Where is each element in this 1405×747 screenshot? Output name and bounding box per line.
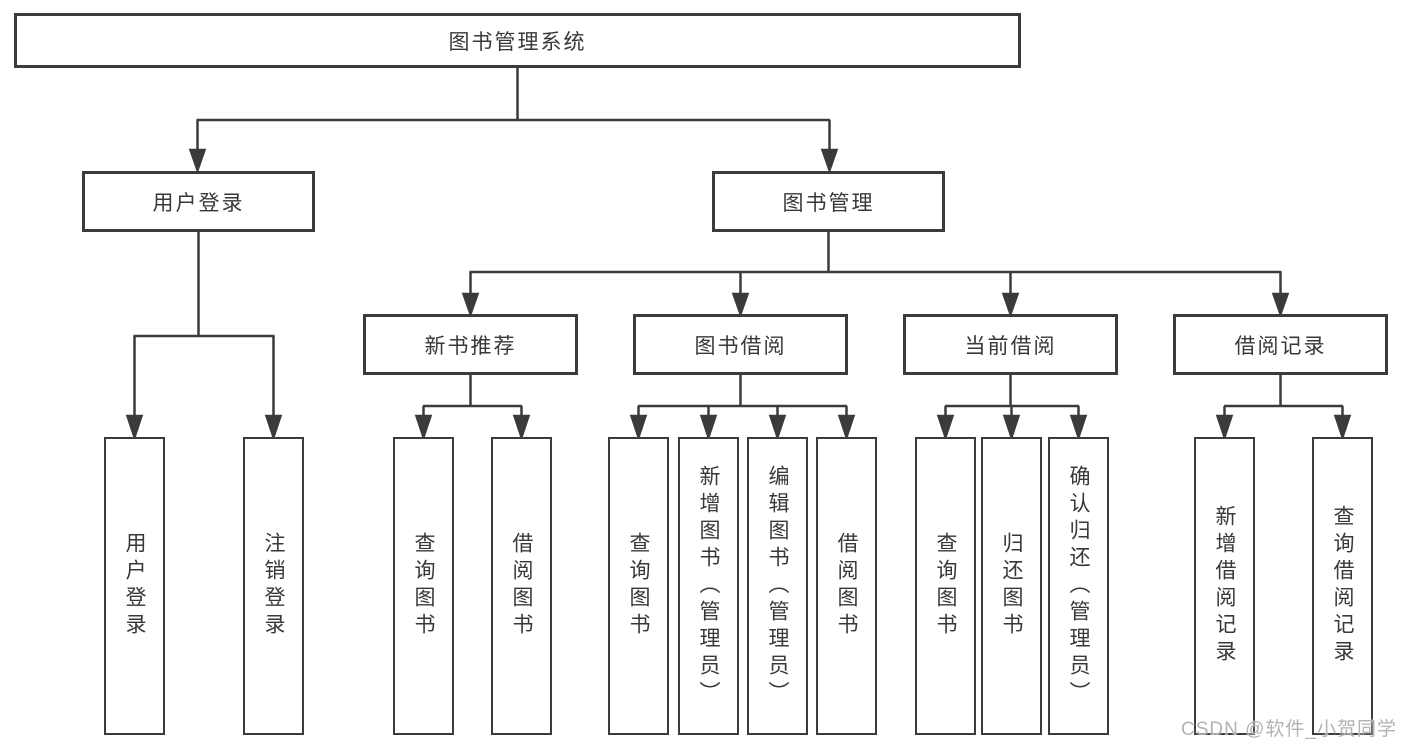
leaf-add-borrow-record: 新增借阅记录 [1194,437,1255,735]
connector-root-to-level2 [188,66,839,174]
leaf-query-books-borrow: 查询图书 [608,437,669,735]
node-label: 新书推荐 [424,334,517,358]
node-current-borrow: 当前借阅 [903,314,1118,375]
node-label: 编辑图书（管理员） [766,464,789,708]
connector-book-borrow-to-leaves [629,374,856,441]
node-label: 借阅图书 [835,532,858,640]
node-label: 查询图书 [412,532,435,640]
node-label: 新增借阅记录 [1213,505,1236,667]
node-label: 借阅图书 [510,532,533,640]
leaf-logout: 注销登录 [243,437,304,735]
leaf-borrow-books-recommend: 借阅图书 [491,437,552,735]
node-label: 图书管理 [782,191,875,215]
connector-new-book-recommend-to-leaves [414,374,531,441]
leaf-query-borrow-record: 查询借阅记录 [1312,437,1373,735]
connector-user-login-to-leaves [125,231,283,441]
node-label: 查询图书 [934,532,957,640]
node-label: 用户登录 [123,532,146,640]
node-label: 借阅记录 [1234,334,1327,358]
csdn-watermark: CSDN @软件_小贺同学 [1181,719,1397,740]
leaf-borrow-books-borrow: 借阅图书 [816,437,877,735]
node-label: 图书借阅 [694,334,787,358]
node-label: 确认归还（管理员） [1067,464,1090,708]
node-label: 图书管理系统 [448,30,587,54]
leaf-edit-book-admin: 编辑图书（管理员） [747,437,808,735]
node-borrow-records: 借阅记录 [1173,314,1388,375]
leaf-confirm-return-admin: 确认归还（管理员） [1048,437,1109,735]
leaf-add-book-admin: 新增图书（管理员） [678,437,739,735]
leaf-query-books-current: 查询图书 [915,437,976,735]
leaf-return-book: 归还图书 [981,437,1042,735]
leaf-query-books-recommend: 查询图书 [393,437,454,735]
node-new-book-recommend: 新书推荐 [363,314,578,375]
node-label: 当前借阅 [964,334,1057,358]
connector-current-borrow-to-leaves [936,374,1088,441]
node-label: 归还图书 [1000,532,1023,640]
connector-borrow-records-to-leaves [1215,374,1352,441]
node-user-login: 用户登录 [82,171,315,232]
leaf-user-login: 用户登录 [104,437,165,735]
node-label: 新增图书（管理员） [697,464,720,708]
node-label: 查询图书 [627,532,650,640]
node-book-borrow: 图书借阅 [633,314,848,375]
connector-book-management-to-level3 [461,231,1290,318]
node-label: 查询借阅记录 [1331,505,1354,667]
node-library-management-system: 图书管理系统 [14,13,1021,68]
node-book-management: 图书管理 [712,171,945,232]
node-label: 注销登录 [262,532,285,640]
node-label: 用户登录 [152,191,245,215]
